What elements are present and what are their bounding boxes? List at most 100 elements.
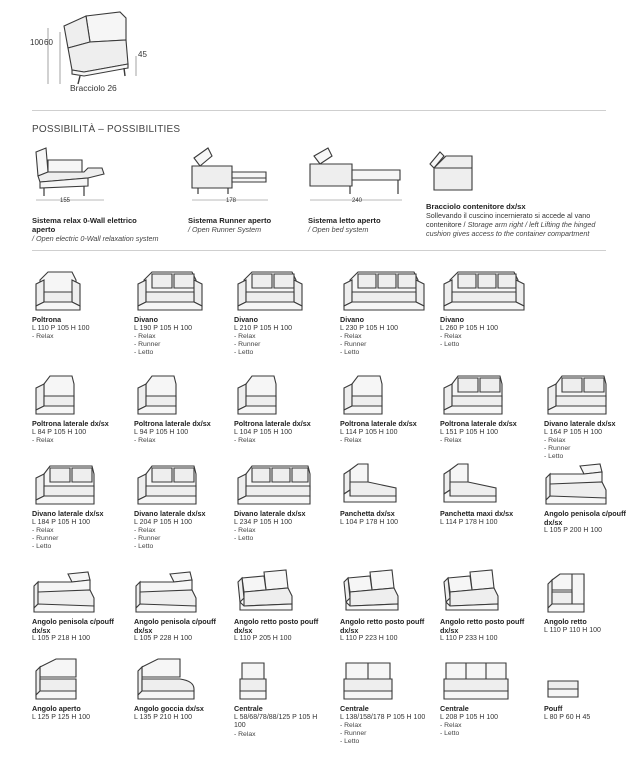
corner-small-icon — [547, 573, 585, 613]
product-dimensions: L 110 P 105 H 100 — [32, 324, 90, 332]
product-option: - Relax — [340, 333, 362, 340]
product-drawing — [340, 460, 436, 508]
option-relax-dim: 155 — [60, 198, 71, 204]
product-drawing — [440, 655, 536, 703]
product-dimensions: L 58/68/78/88/125 P 105 H 100 — [234, 713, 318, 730]
product-dimensions: L 105 P 218 H 100 — [32, 635, 90, 642]
product-name: Angolo penisola c/pouff dx/sx — [134, 617, 216, 635]
product-dimensions: L 110 P 233 H 100 — [440, 635, 498, 642]
corner-icon — [343, 569, 399, 611]
product-name: Poltrona laterale dx/sx — [32, 419, 109, 428]
product-option: - Relax — [440, 333, 462, 340]
product-option: - Relax — [134, 333, 156, 340]
product-name: Poltrona laterale dx/sx — [234, 419, 311, 428]
product-option: - Runner — [32, 535, 59, 542]
product-dimensions: L 114 P 105 H 100 — [340, 428, 398, 436]
product-name: Angolo penisola c/pouff dx/sx — [32, 617, 114, 635]
sofa3-icon — [343, 271, 425, 311]
product-name: Centrale — [440, 704, 469, 713]
runner-open-icon — [191, 147, 268, 201]
product-option: - Runner — [340, 341, 367, 348]
product-dimensions: L 138/158/178 P 105 H 100 — [340, 713, 426, 721]
option-bed-title: Sistema letto aperto — [308, 216, 381, 225]
chaise-icon — [443, 463, 497, 503]
side2-icon — [547, 375, 607, 415]
peninsula-icon — [135, 571, 197, 613]
option-storage-desc: Sollevando il cuscino incernierato si ac… — [426, 211, 591, 229]
side2-icon — [443, 375, 503, 415]
product-drawing — [134, 460, 230, 508]
product-dimensions: L 110 P 223 H 100 — [340, 635, 398, 642]
product-option: - Relax — [134, 437, 156, 444]
corner-icon — [443, 569, 499, 611]
product-option: - Letto — [234, 535, 254, 542]
product-drawing — [340, 266, 436, 314]
product-option: - Relax — [340, 437, 362, 444]
product-name: Divano — [340, 315, 364, 324]
dim-height-arm: 45 — [138, 50, 147, 59]
product-name: Panchetta dx/sx — [340, 509, 395, 518]
product-option: - Letto — [234, 349, 254, 356]
product-dimensions: L 210 P 105 H 100 — [234, 324, 292, 332]
product-dimensions: L 164 P 105 H 100 — [544, 428, 602, 436]
product-dimensions: L 234 P 105 H 100 — [234, 518, 292, 526]
product-name: Divano laterale dx/sx — [544, 419, 616, 428]
armrest-caption: Bracciolo 26 — [70, 83, 117, 93]
product-name: Angolo goccia dx/sx — [134, 704, 204, 713]
product-drawing — [340, 655, 436, 703]
option-bed-subtitle: / Open bed system — [308, 225, 369, 234]
product-option: - Relax — [440, 722, 462, 729]
sofa2-icon — [237, 271, 303, 311]
option-storage-subtitle: Storage arm right / left Lifting the hin… — [426, 220, 596, 238]
product-drawing — [134, 370, 230, 418]
product-drawing — [544, 655, 631, 703]
dim-height-seat-back: 60 — [44, 38, 53, 47]
option-runner-title: Sistema Runner aperto — [188, 216, 272, 225]
option-storage-arm: Bracciolo contenitore dx/sx Sollevando i… — [426, 142, 616, 238]
option-relax-subtitle: / Open electric 0-Wall relaxation system — [32, 234, 159, 243]
armrest-profile-icon — [47, 11, 137, 85]
drop-icon — [137, 658, 195, 700]
product-drawing — [234, 568, 330, 616]
sofa2-icon — [137, 271, 203, 311]
product-option: - Letto — [440, 341, 460, 348]
product-dimensions: L 80 P 60 H 45 — [544, 713, 591, 721]
product-name: Centrale — [340, 704, 369, 713]
product-name: Angolo retto posto pouff dx/sx — [234, 617, 319, 635]
center3-icon — [443, 662, 509, 700]
product-name: Angolo retto posto pouff dx/sx — [440, 617, 525, 635]
product-name: Pouff — [544, 704, 563, 713]
product-option: - Relax — [32, 527, 54, 534]
side2-icon — [137, 465, 197, 505]
chaise-icon — [343, 463, 397, 503]
product-dimensions: L 104 P 105 H 100 — [234, 428, 292, 436]
option-runner: 178 Sistema Runner aperto / Open Runner … — [188, 142, 308, 234]
center1-icon — [239, 662, 267, 700]
side2-icon — [35, 465, 95, 505]
product-option: - Relax — [340, 722, 362, 729]
product-dimensions: L 104 P 178 H 100 — [340, 518, 398, 526]
product-drawing — [234, 655, 330, 703]
option-bed-dim: 240 — [352, 198, 363, 204]
product-name: Divano — [234, 315, 258, 324]
product-name: Divano laterale dx/sx — [234, 509, 306, 518]
storage-arm-icon — [429, 151, 473, 191]
product-dimensions: L 208 P 105 H 100 — [440, 713, 498, 721]
product-drawing — [544, 370, 631, 418]
product-option: - Letto — [32, 543, 52, 550]
product-name: Angolo retto posto pouff dx/sx — [340, 617, 425, 635]
product-name: Panchetta maxi dx/sx — [440, 509, 514, 518]
product-option: - Relax — [32, 437, 54, 444]
